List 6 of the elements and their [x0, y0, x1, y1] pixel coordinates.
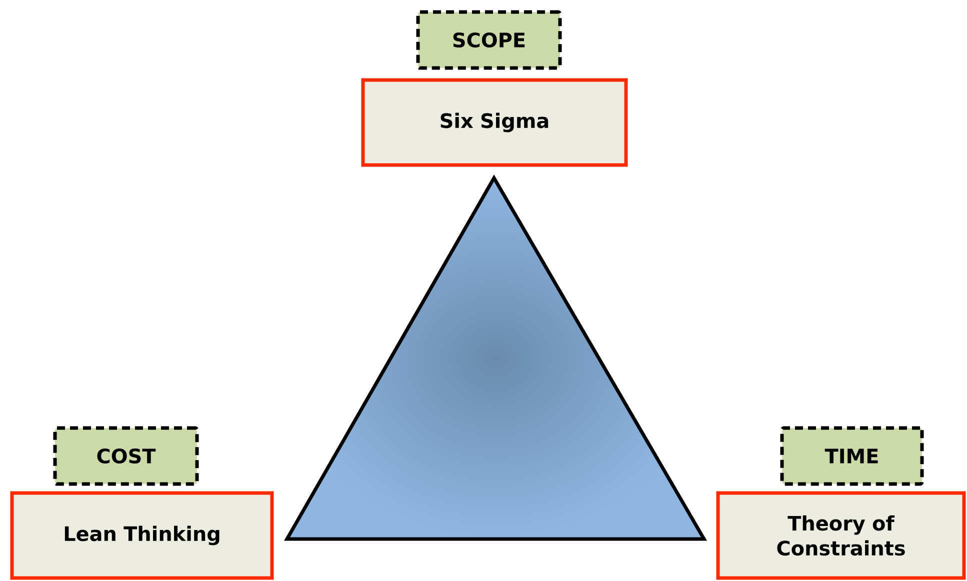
method-box: Lean Thinking — [10, 491, 274, 580]
method-box: Six Sigma — [361, 78, 628, 167]
tag-box: COST — [53, 426, 199, 486]
tag-box: SCOPE — [416, 10, 562, 70]
tag-box: TIME — [780, 426, 924, 486]
method-box: Theory of Constraints — [716, 491, 966, 580]
